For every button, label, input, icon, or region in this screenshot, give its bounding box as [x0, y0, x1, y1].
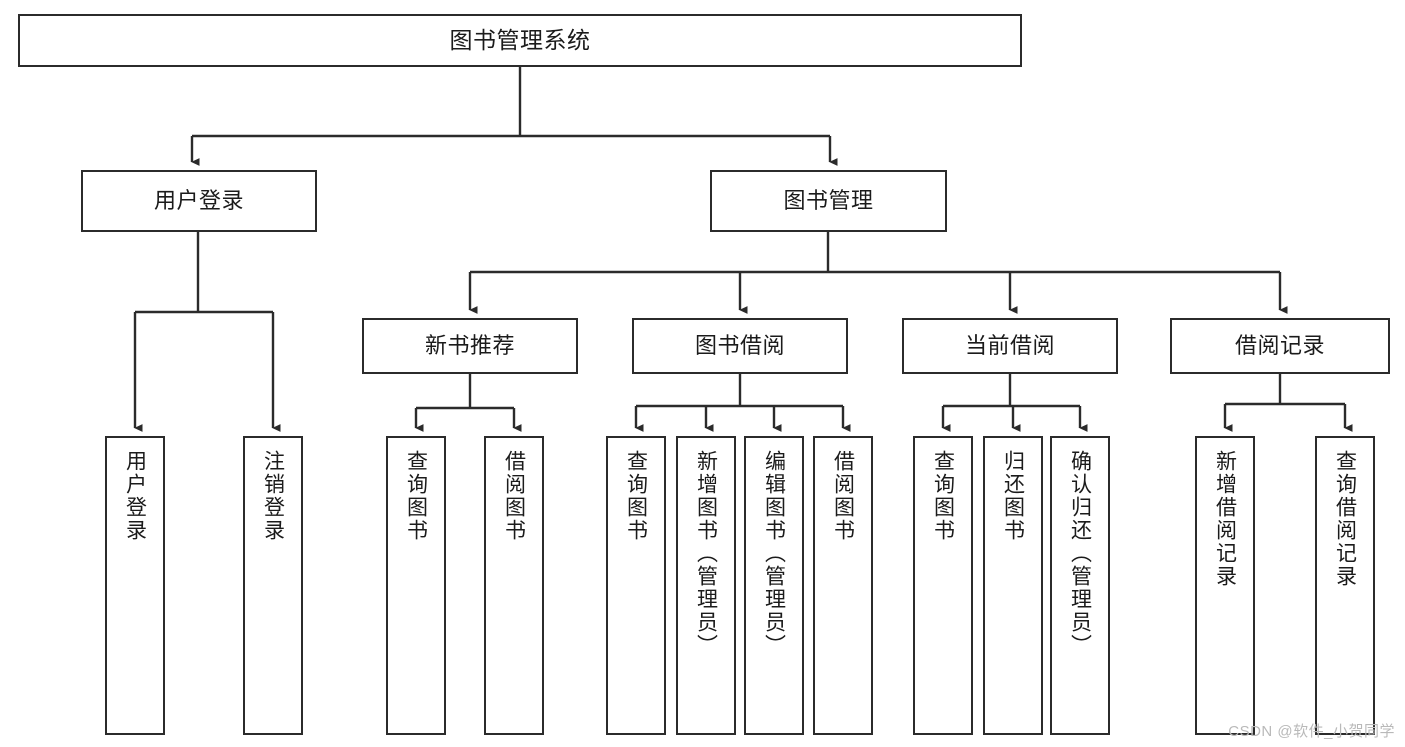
node-leaf-query-book-1-label: 查询图书: [404, 450, 428, 542]
node-root-label: 图书管理系统: [449, 26, 591, 53]
node-leaf-query-book-2[interactable]: 查询图书: [606, 436, 666, 735]
node-leaf-edit-book[interactable]: 编辑图书（管理员）: [744, 436, 804, 735]
node-root[interactable]: 图书管理系统: [18, 14, 1022, 67]
node-leaf-query-record-label: 查询借阅记录: [1333, 450, 1357, 588]
node-borrow-record[interactable]: 借阅记录: [1170, 318, 1390, 374]
node-leaf-borrow-book-1[interactable]: 借阅图书: [484, 436, 544, 735]
node-user-login[interactable]: 用户登录: [81, 170, 317, 232]
node-leaf-borrow-book-2-label: 借阅图书: [831, 450, 855, 542]
node-leaf-query-book-3[interactable]: 查询图书: [913, 436, 973, 735]
node-current-borrow[interactable]: 当前借阅: [902, 318, 1118, 374]
node-leaf-query-record[interactable]: 查询借阅记录: [1315, 436, 1375, 735]
node-book-borrow[interactable]: 图书借阅: [632, 318, 848, 374]
node-leaf-query-book-2-label: 查询图书: [624, 450, 648, 542]
node-leaf-logout-label: 注销登录: [261, 450, 285, 542]
node-book-borrow-label: 图书借阅: [694, 333, 785, 359]
node-book-manage-label: 图书管理: [783, 188, 874, 214]
node-user-login-label: 用户登录: [153, 188, 244, 214]
node-leaf-query-book-1[interactable]: 查询图书: [386, 436, 446, 735]
node-leaf-return-book[interactable]: 归还图书: [983, 436, 1043, 735]
node-leaf-add-book[interactable]: 新增图书（管理员）: [676, 436, 736, 735]
node-new-book-rec-label: 新书推荐: [424, 333, 515, 359]
node-borrow-record-label: 借阅记录: [1234, 333, 1325, 359]
node-current-borrow-label: 当前借阅: [964, 333, 1055, 359]
node-leaf-edit-book-label: 编辑图书（管理员）: [762, 450, 786, 657]
node-leaf-confirm-return-label: 确认归还（管理员）: [1068, 450, 1092, 657]
node-leaf-query-book-3-label: 查询图书: [931, 450, 955, 542]
node-leaf-logout[interactable]: 注销登录: [243, 436, 303, 735]
node-leaf-add-record-label: 新增借阅记录: [1213, 450, 1237, 588]
node-leaf-borrow-book-2[interactable]: 借阅图书: [813, 436, 873, 735]
node-leaf-confirm-return[interactable]: 确认归还（管理员）: [1050, 436, 1110, 735]
node-leaf-user-login-label: 用户登录: [123, 450, 147, 542]
node-new-book-rec[interactable]: 新书推荐: [362, 318, 578, 374]
node-book-manage[interactable]: 图书管理: [710, 170, 947, 232]
node-leaf-add-book-label: 新增图书（管理员）: [694, 450, 718, 657]
node-leaf-return-book-label: 归还图书: [1001, 450, 1025, 542]
node-leaf-add-record[interactable]: 新增借阅记录: [1195, 436, 1255, 735]
node-leaf-user-login[interactable]: 用户登录: [105, 436, 165, 735]
watermark: CSDN @软件_小贺同学: [1228, 723, 1395, 740]
node-leaf-borrow-book-1-label: 借阅图书: [502, 450, 526, 542]
